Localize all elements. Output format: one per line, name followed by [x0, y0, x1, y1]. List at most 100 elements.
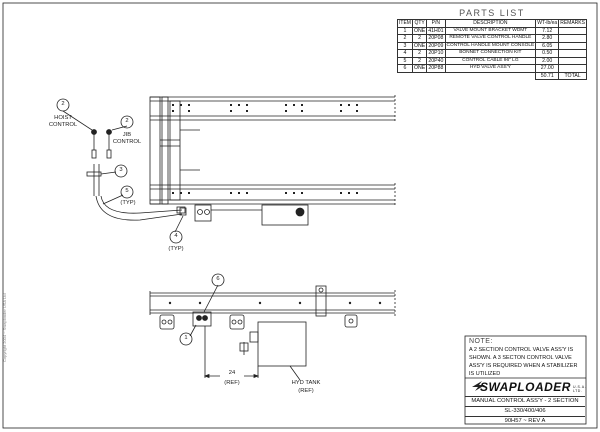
parts-list-header-row: ITEM QTY P/N DESCRIPTION WT-lb/ea REMARK…	[397, 19, 587, 28]
parts-list-cell-item: 3	[397, 41, 413, 50]
note-text: A 2 SECTION CONTROL VALVE ASS'Y IS SHOWN…	[469, 347, 578, 377]
parts-list-cell-description: BONNET CONNECTION KIT	[444, 49, 537, 58]
hyd-tank-ref: (REF)	[298, 388, 314, 394]
brand-row: SWAPLOADER U.S.A. LTD.	[465, 378, 587, 396]
side-view-frame	[149, 284, 396, 381]
top-view-frame	[149, 95, 396, 226]
brand-name: SWAPLOADER	[479, 380, 571, 394]
parts-list-cell-part-number: 20P88	[426, 64, 446, 73]
parts-list-total-row: 50.71 TOTAL	[398, 71, 587, 80]
drawing-title: MANUAL CONTROL ASS'Y - 2 SECTION	[465, 396, 585, 406]
parts-list-table: PARTS LIST ITEM QTY P/N DESCRIPTION WT-l…	[397, 8, 587, 80]
parts-list-cell-item: 5	[397, 56, 413, 65]
callout-1	[179, 332, 193, 346]
callout-5-text: 5	[125, 188, 129, 194]
parts-list-cell-description: HYD VALVE ASS'Y	[444, 64, 537, 73]
header-item: ITEM	[397, 19, 413, 28]
side-view-post	[315, 285, 327, 317]
dimension-ref: (REF)	[224, 380, 240, 386]
parts-list-cell-weight: 7.12	[535, 26, 560, 35]
callout-5	[120, 185, 134, 199]
parts-list-cell-weight: 0.50	[535, 49, 560, 58]
parts-list-cell-item: 2	[397, 34, 413, 43]
parts-list-cell-description: CONTROL CABLE 96" LG	[444, 56, 537, 65]
parts-list-cell-remarks	[558, 49, 587, 58]
swaploader-logo-icon	[472, 381, 485, 391]
callout-2-jib-text: 2	[125, 118, 129, 124]
parts-list-cell-remarks	[558, 64, 587, 73]
header-remarks: REMARKS	[558, 19, 587, 28]
callout-3	[114, 164, 128, 178]
header-weight: WT-lb/ea	[535, 19, 560, 28]
parts-list-cell-weight: 2.00	[535, 56, 560, 65]
callout-2-jib	[120, 115, 134, 129]
copyright-side-text: Copyright 2004 ~ Swaploader USA Ltd	[2, 293, 7, 362]
parts-list-cell-remarks	[558, 34, 587, 43]
parts-list-cell-item: 4	[397, 49, 413, 58]
rail-bolts	[172, 104, 358, 194]
hoist-control-label: HOIST CONTROL	[48, 115, 78, 128]
side-view-hyd-tank	[257, 321, 307, 367]
parts-list-cell-weight: 2.80	[535, 34, 560, 43]
parts-list-cell-part-number: 20P40	[426, 56, 446, 65]
typ-label-4: (TYP)	[168, 246, 184, 252]
title-block: SWAPLOADER U.S.A. LTD. MANUAL CONTROL AS…	[465, 378, 587, 426]
jib-control-label: JIB CONTROL	[112, 132, 142, 145]
hyd-tank-label: HYD TANK	[291, 380, 321, 386]
callout-2-hoist-text: 2	[61, 101, 65, 107]
parts-list-cell-description: CONTROL HANDLE MOUNT CONSOLE	[444, 41, 537, 50]
control-assembly	[62, 110, 187, 233]
parts-list-cell-qty: 2	[411, 34, 428, 43]
callout-4-text: 4	[174, 233, 178, 239]
parts-list-cell-description: REMOTE VALVE CONTROL HANDLE	[444, 34, 537, 43]
parts-list-cell-part-number: 20P09	[426, 41, 446, 50]
header-qty: QTY	[411, 19, 428, 28]
parts-list-cell-part-number: 20P10	[426, 49, 446, 58]
parts-list-cell-qty: ONE	[411, 64, 428, 73]
total-weight: 50.71	[535, 71, 560, 80]
note-title: NOTE:	[469, 338, 493, 345]
parts-list-cell-weight: 27.00	[535, 64, 560, 73]
header-pn: P/N	[426, 19, 446, 28]
parts-list-cell-qty: 2	[411, 56, 428, 65]
header-description: DESCRIPTION	[444, 19, 537, 28]
parts-list-cell-part-number: 41H01	[426, 26, 446, 35]
callout-3-text: 3	[119, 167, 123, 173]
parts-list-cell-qty: ONE	[411, 26, 428, 35]
callout-2-hoist	[56, 98, 70, 112]
parts-list-cell-remarks	[558, 56, 587, 65]
callout-1-text: 1	[184, 335, 188, 341]
total-label: TOTAL	[558, 71, 587, 80]
note-box: NOTE: A 2 SECTION CONTROL VALVE ASS'Y IS…	[465, 336, 585, 380]
parts-list-cell-remarks	[558, 41, 587, 50]
callout-4	[169, 230, 183, 244]
parts-list-cell-description: VALVE MOUNT BRACKET WDMT	[444, 26, 537, 35]
parts-list-cell-qty: ONE	[411, 41, 428, 50]
parts-list-cell-part-number: 20P08	[426, 34, 446, 43]
parts-list-cell-item: 6	[397, 64, 413, 73]
brand-sub: U.S.A. LTD.	[572, 385, 587, 393]
parts-list-cell-remarks	[558, 26, 587, 35]
typ-label-5: (TYP)	[120, 200, 136, 206]
dimension-value: 24	[220, 370, 244, 377]
top-view-tank	[261, 204, 309, 226]
callout-6-text: 6	[216, 276, 220, 282]
parts-list-cell-weight: 6.05	[535, 41, 560, 50]
callout-6	[211, 273, 225, 287]
top-view-valve	[194, 204, 212, 222]
parts-list-title: PARTS LIST	[397, 8, 587, 20]
drawing-number: 90H57 ~ REV A	[465, 416, 585, 426]
side-view-valve	[192, 311, 212, 327]
title-block-frame	[464, 335, 587, 425]
parts-list-cell-item: 1	[397, 26, 413, 35]
parts-list-cell-qty: 2	[411, 49, 428, 58]
